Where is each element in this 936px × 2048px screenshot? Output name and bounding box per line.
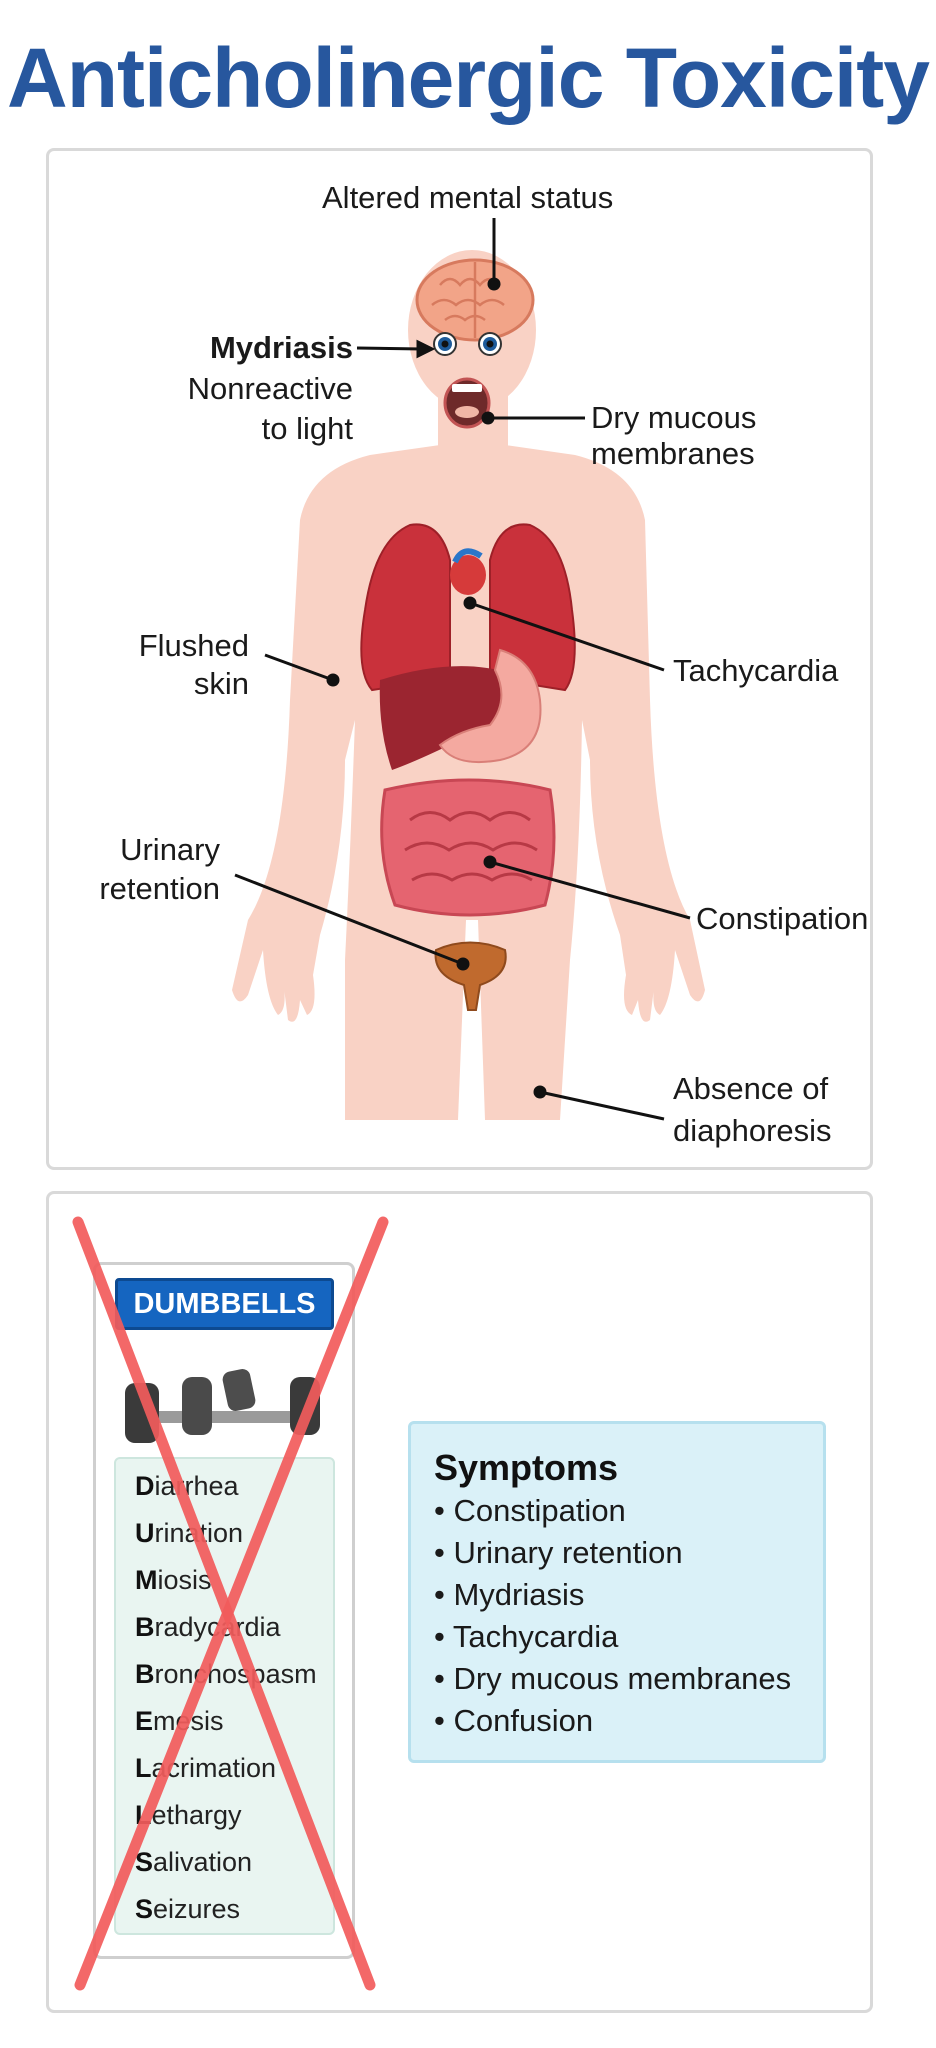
page-title: Anticholinergic Toxicity — [7, 31, 930, 125]
liver-icon — [379, 666, 516, 770]
label-altered-mental-status: Altered mental status — [322, 180, 614, 215]
mnemonic-item: Bronchospasm — [135, 1659, 317, 1689]
label-flushed-line2: skin — [193, 666, 249, 701]
symptom-item: • Constipation — [434, 1493, 626, 1528]
lungs-icon — [360, 523, 576, 692]
label-dry-mucous-line2: membranes — [591, 436, 755, 471]
stomach-icon — [438, 648, 542, 764]
label-nonreactive-line1: Nonreactive — [187, 371, 353, 406]
symptom-item: • Confusion — [434, 1703, 594, 1738]
dumbbells-title: DUMBBELLS — [115, 1278, 334, 1330]
brain-icon — [415, 258, 535, 342]
label-tachycardia: Tachycardia — [673, 653, 839, 688]
symptom-item: • Tachycardia — [434, 1619, 619, 1654]
label-constipation: Constipation — [696, 901, 869, 936]
intestines-icon — [380, 778, 556, 917]
mnemonic-item: Diarrhea — [135, 1471, 239, 1501]
mnemonic-item: Miosis — [135, 1565, 212, 1595]
mnemonic-item: Lethargy — [135, 1800, 242, 1830]
label-urinary-line1: Urinary — [120, 832, 220, 867]
mnemonic-list — [114, 1457, 335, 1935]
symptom-item: • Dry mucous membranes — [434, 1661, 792, 1696]
label-flushed-line1: Flushed — [138, 628, 249, 663]
leader-lines — [234, 218, 691, 1121]
label-nonreactive-line2: to light — [261, 411, 353, 446]
mnemonic-item: Salivation — [135, 1847, 253, 1877]
label-absence-line2: diaphoresis — [673, 1113, 832, 1148]
label-dry-mucous-line1: Dry mucous — [591, 400, 757, 435]
symptoms-card — [408, 1421, 826, 1763]
heart-icon — [450, 548, 486, 595]
symptoms-title: Symptoms — [434, 1447, 619, 1488]
label-absence-line1: Absence of — [673, 1071, 829, 1106]
label-mydriasis: Mydriasis — [209, 330, 353, 365]
mnemonic-item: Seizures — [135, 1894, 241, 1924]
label-urinary-line2: retention — [99, 871, 220, 906]
symptom-item: • Urinary retention — [434, 1535, 683, 1570]
dry-mouth-icon — [443, 377, 491, 429]
dilated-eyes-icon — [433, 332, 502, 356]
symptom-item: • Mydriasis — [434, 1577, 585, 1612]
